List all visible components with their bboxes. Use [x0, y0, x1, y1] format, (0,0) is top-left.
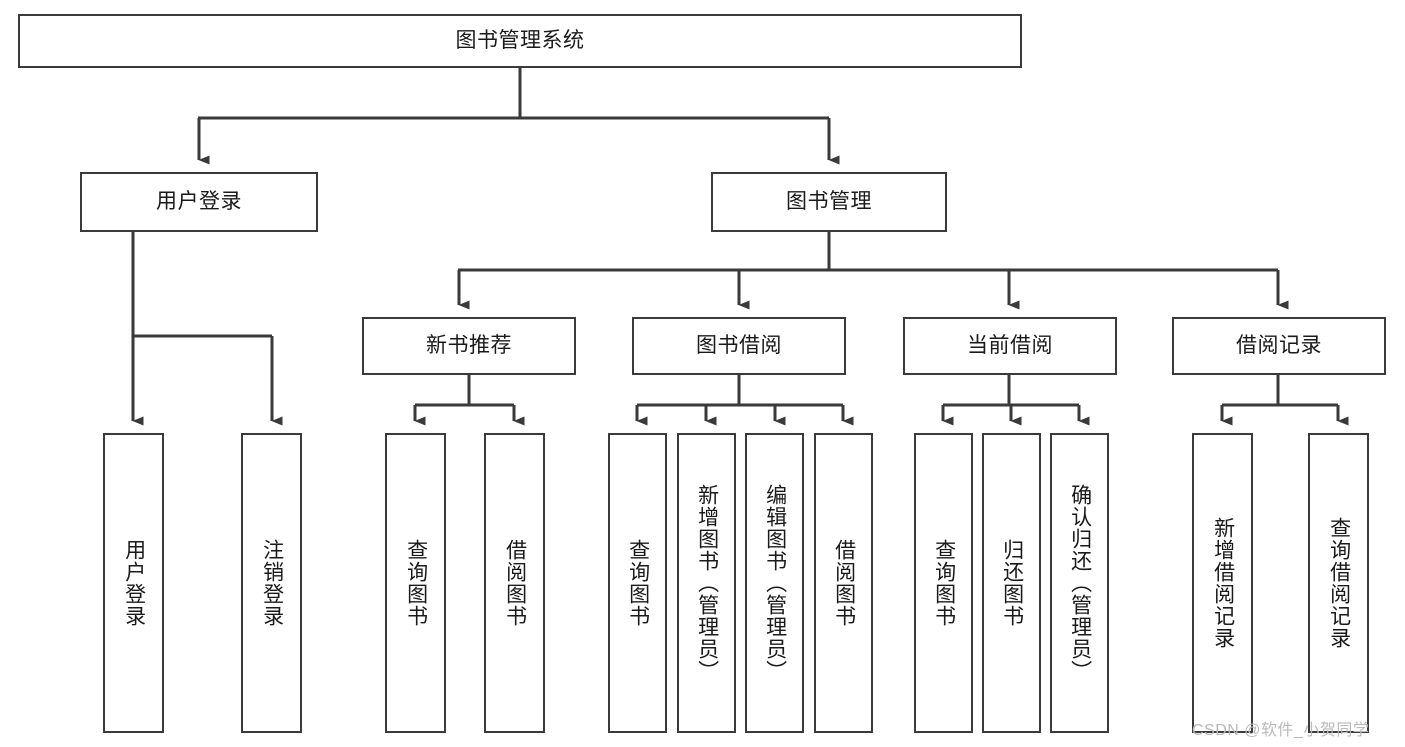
node-root-label: 图书管理系统	[455, 29, 585, 53]
node-current-borrow-label: 当前借阅	[967, 334, 1053, 358]
node-leaf-add-record[interactable]: 新增借阅记录	[1192, 433, 1253, 733]
node-leaf-edit-book[interactable]: 编辑图书（管理员）	[745, 433, 804, 733]
node-leaf-edit-book-label: 编辑图书（管理员）	[763, 484, 787, 682]
node-leaf-add-record-label: 新增借阅记录	[1211, 517, 1235, 649]
node-borrow-record[interactable]: 借阅记录	[1172, 317, 1386, 375]
node-leaf-borrow-book-bb-label: 借阅图书	[832, 539, 856, 627]
node-leaf-return-book-label: 归还图书	[1000, 539, 1024, 627]
node-leaf-add-book[interactable]: 新增图书（管理员）	[677, 433, 736, 733]
node-leaf-query-book-cb[interactable]: 查询图书	[914, 433, 973, 733]
node-leaf-user-logout[interactable]: 注销登录	[241, 433, 302, 733]
node-borrow-record-label: 借阅记录	[1236, 334, 1322, 358]
node-leaf-query-book-bb-label: 查询图书	[626, 539, 650, 627]
node-leaf-confirm-return[interactable]: 确认归还（管理员）	[1050, 433, 1109, 733]
node-book-manage[interactable]: 图书管理	[711, 172, 947, 232]
node-leaf-borrow-book-rec[interactable]: 借阅图书	[484, 433, 545, 733]
node-book-borrow[interactable]: 图书借阅	[632, 317, 846, 375]
node-leaf-query-book-cb-label: 查询图书	[932, 539, 956, 627]
node-leaf-return-book[interactable]: 归还图书	[982, 433, 1041, 733]
node-leaf-query-book-bb[interactable]: 查询图书	[608, 433, 667, 733]
node-current-borrow[interactable]: 当前借阅	[903, 317, 1117, 375]
node-user-login-label: 用户登录	[156, 190, 242, 214]
node-leaf-query-record[interactable]: 查询借阅记录	[1308, 433, 1369, 733]
node-new-book-rec-label: 新书推荐	[426, 334, 512, 358]
node-user-login[interactable]: 用户登录	[80, 172, 318, 232]
node-root[interactable]: 图书管理系统	[18, 14, 1022, 68]
node-leaf-query-record-label: 查询借阅记录	[1327, 517, 1351, 649]
node-leaf-borrow-book-rec-label: 借阅图书	[503, 539, 527, 627]
node-leaf-user-logout-label: 注销登录	[260, 539, 284, 627]
node-leaf-query-book-rec-label: 查询图书	[404, 539, 428, 627]
node-book-borrow-label: 图书借阅	[696, 334, 782, 358]
node-new-book-rec[interactable]: 新书推荐	[362, 317, 576, 375]
node-leaf-query-book-rec[interactable]: 查询图书	[385, 433, 446, 733]
node-leaf-confirm-return-label: 确认归还（管理员）	[1068, 484, 1092, 682]
node-leaf-add-book-label: 新增图书（管理员）	[695, 484, 719, 682]
node-leaf-borrow-book-bb[interactable]: 借阅图书	[814, 433, 873, 733]
node-leaf-user-login-label: 用户登录	[122, 539, 146, 627]
node-leaf-user-login[interactable]: 用户登录	[103, 433, 164, 733]
node-book-manage-label: 图书管理	[786, 190, 872, 214]
watermark: CSDN @软件_小贺同学	[1192, 722, 1370, 739]
